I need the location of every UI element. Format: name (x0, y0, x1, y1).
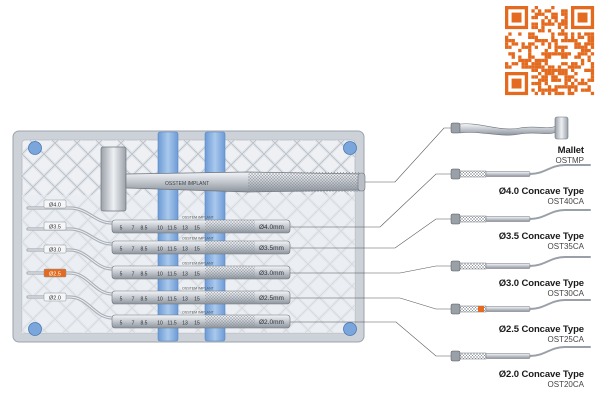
depth-mark: 10 (157, 272, 163, 278)
depth-mark: 13 (182, 226, 188, 232)
leader-lines (290, 127, 451, 357)
depth-mark: 7 (132, 321, 135, 327)
depth-mark: 8.5 (141, 247, 148, 253)
depth-mark: 7 (132, 297, 135, 303)
mallet-engraving: OSSTEM IMPLANT (165, 181, 209, 187)
depth-mark: 8.5 (141, 272, 148, 278)
depth-mark: 13 (182, 297, 188, 303)
mallet-in-tray (100, 146, 366, 212)
slot-label: Ø2.5 (49, 272, 61, 278)
depth-mark: 10 (157, 226, 163, 232)
osteotome-engraving: OSSTEM IMPLANT (182, 216, 215, 220)
depth-mark: 8.5 (141, 321, 148, 327)
slot-label: Ø4.0 (49, 203, 61, 209)
slot-label: Ø3.5 (49, 225, 61, 231)
label-osteotome-35: Ø3.5 Concave Type OST35CA (498, 231, 584, 251)
osteotome-image (450, 299, 591, 315)
depth-mark: 5 (120, 226, 123, 232)
osteotome-engraving: OSSTEM IMPLANT (182, 311, 215, 315)
osteotome-engraving: OSSTEM IMPLANT (182, 237, 215, 241)
size-mark: Ø3.0mm (259, 270, 284, 277)
depth-mark: 8.5 (141, 297, 148, 303)
depth-mark: 8.5 (141, 226, 148, 232)
depth-mark: 15 (194, 297, 200, 303)
depth-mark: 5 (120, 297, 123, 303)
depth-mark: 13 (182, 272, 188, 278)
depth-mark: 11.5 (167, 247, 177, 253)
osteotome-image (450, 256, 591, 272)
depth-mark: 11.5 (167, 272, 177, 278)
depth-mark: 13 (182, 321, 188, 327)
depth-mark: 11.5 (167, 226, 177, 232)
label-osteotome-20: Ø2.0 Concave Type OST20CA (498, 369, 584, 389)
depth-mark: 7 (132, 272, 135, 278)
depth-mark: 15 (194, 226, 200, 232)
depth-mark: 7 (132, 226, 135, 232)
size-mark: Ø4.0mm (259, 224, 284, 231)
size-mark: Ø2.5mm (259, 295, 284, 302)
label-osteotome-25: Ø2.5 Concave Type OST25CA (498, 324, 584, 344)
mallet-image (450, 116, 569, 140)
osteotome-image (450, 346, 591, 362)
label-osteotome-40: Ø4.0 Concave Type OST40CA (498, 186, 584, 206)
tray-pin-icon (28, 141, 357, 336)
tray-rail-left (157, 131, 179, 342)
osteotome-engraving: OSSTEM IMPLANT (182, 287, 215, 291)
depth-mark: 13 (182, 247, 188, 253)
depth-mark: 5 (120, 247, 123, 253)
depth-mark: 10 (157, 247, 163, 253)
depth-mark: 10 (157, 297, 163, 303)
depth-mark: 11.5 (167, 297, 177, 303)
depth-mark: 5 (120, 272, 123, 278)
depth-mark: 5 (120, 321, 123, 327)
depth-mark: 11.5 (167, 321, 177, 327)
slot-label: Ø3.0 (49, 248, 61, 254)
label-mallet: Mallet OSTMP (555, 145, 585, 165)
osteotome-engraving: OSSTEM IMPLANT (182, 262, 215, 266)
depth-mark: 15 (194, 321, 200, 327)
depth-mark: 15 (194, 247, 200, 253)
depth-mark: 15 (194, 272, 200, 278)
osteotome-image (450, 164, 591, 180)
depth-mark: 10 (157, 321, 163, 327)
label-osteotome-30: Ø3.0 Concave Type OST30CA (498, 278, 584, 298)
slot-label: Ø2.0 (49, 296, 61, 302)
size-mark: Ø3.5mm (259, 245, 284, 252)
depth-mark: 7 (132, 247, 135, 253)
osteotome-image (450, 209, 591, 225)
size-mark: Ø2.0mm (259, 319, 284, 326)
qr-code-icon (503, 4, 597, 98)
osteotome-row: OSSTEM IMPLANT 5 7 8.5 10 11.5 13 15 Ø4.0mm (26, 206, 291, 234)
